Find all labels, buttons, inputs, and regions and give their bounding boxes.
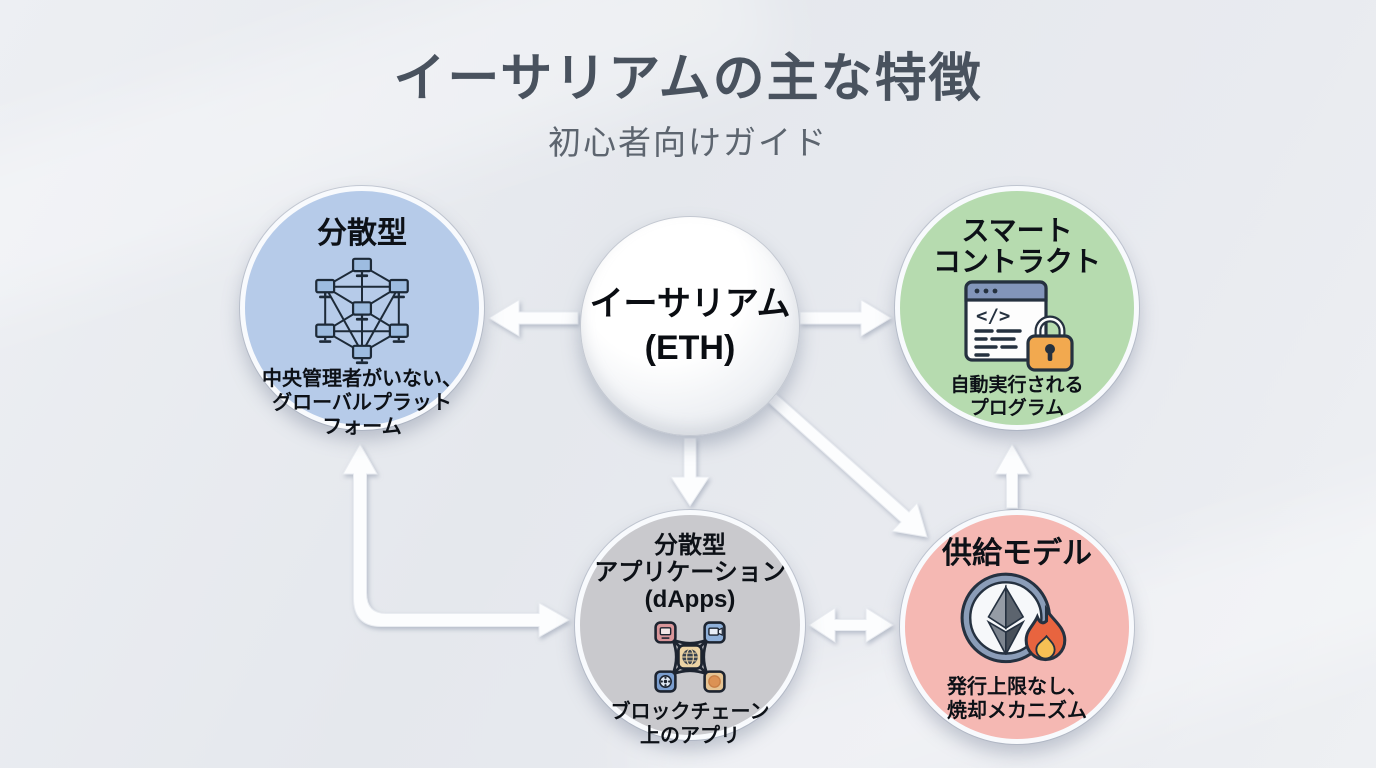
node-ethereum: イーサリアム (ETH) [580,216,800,436]
arrow-dapps-supply-two-way [808,607,894,643]
dapps-grid-globe-icon [642,614,738,700]
network-mesh-icon [303,251,421,367]
node-ethereum-label: イーサリアム (ETH) [589,284,791,367]
arrow-ethereum-to-smart-contract [799,299,892,337]
node-dapps: 分散型 アプリケーション (dApps) [575,510,805,747]
node-supply-title: 供給モデル [942,537,1092,570]
arrow-supply-to-smart-contract [994,442,1030,509]
code-window-lock-icon: </> [956,278,1078,374]
eth-coin-flame-icon [957,571,1077,675]
arrow-ethereum-to-decentralized [488,299,579,337]
node-decentralized: 分散型 中 [240,186,484,438]
svg-text:</>: </> [976,305,1010,327]
node-smart-contract-caption: 自動実行される プログラム [950,374,1084,419]
node-smart-contract: スマート コントラクト </> 自動実行される プログラム [895,186,1139,430]
node-dapps-title: 分散型 アプリケーション (dApps) [594,532,786,613]
page-title: イーサリアムの主な特徴 [393,50,983,108]
arrow-ethereum-to-supply [767,393,928,538]
node-smart-contract-title: スマート コントラクト [932,215,1101,278]
node-decentralized-title: 分散型 [317,217,407,250]
page-subtitle: 初心者向けガイド [548,124,828,161]
node-dapps-caption: ブロックチェーン 上のアプリ [610,700,770,748]
node-supply-caption: 発行上限なし、 焼却メカニズム [947,675,1087,722]
node-decentralized-caption: 中央管理者がいない、 グローバルプラット フォーム [262,367,462,439]
node-supply: 供給モデル 発行上限なし、 焼却メカニズム [900,510,1134,744]
arrow-ethereum-to-dapps [670,437,710,507]
arrow-decentralized-dapps-two-way [342,442,571,638]
